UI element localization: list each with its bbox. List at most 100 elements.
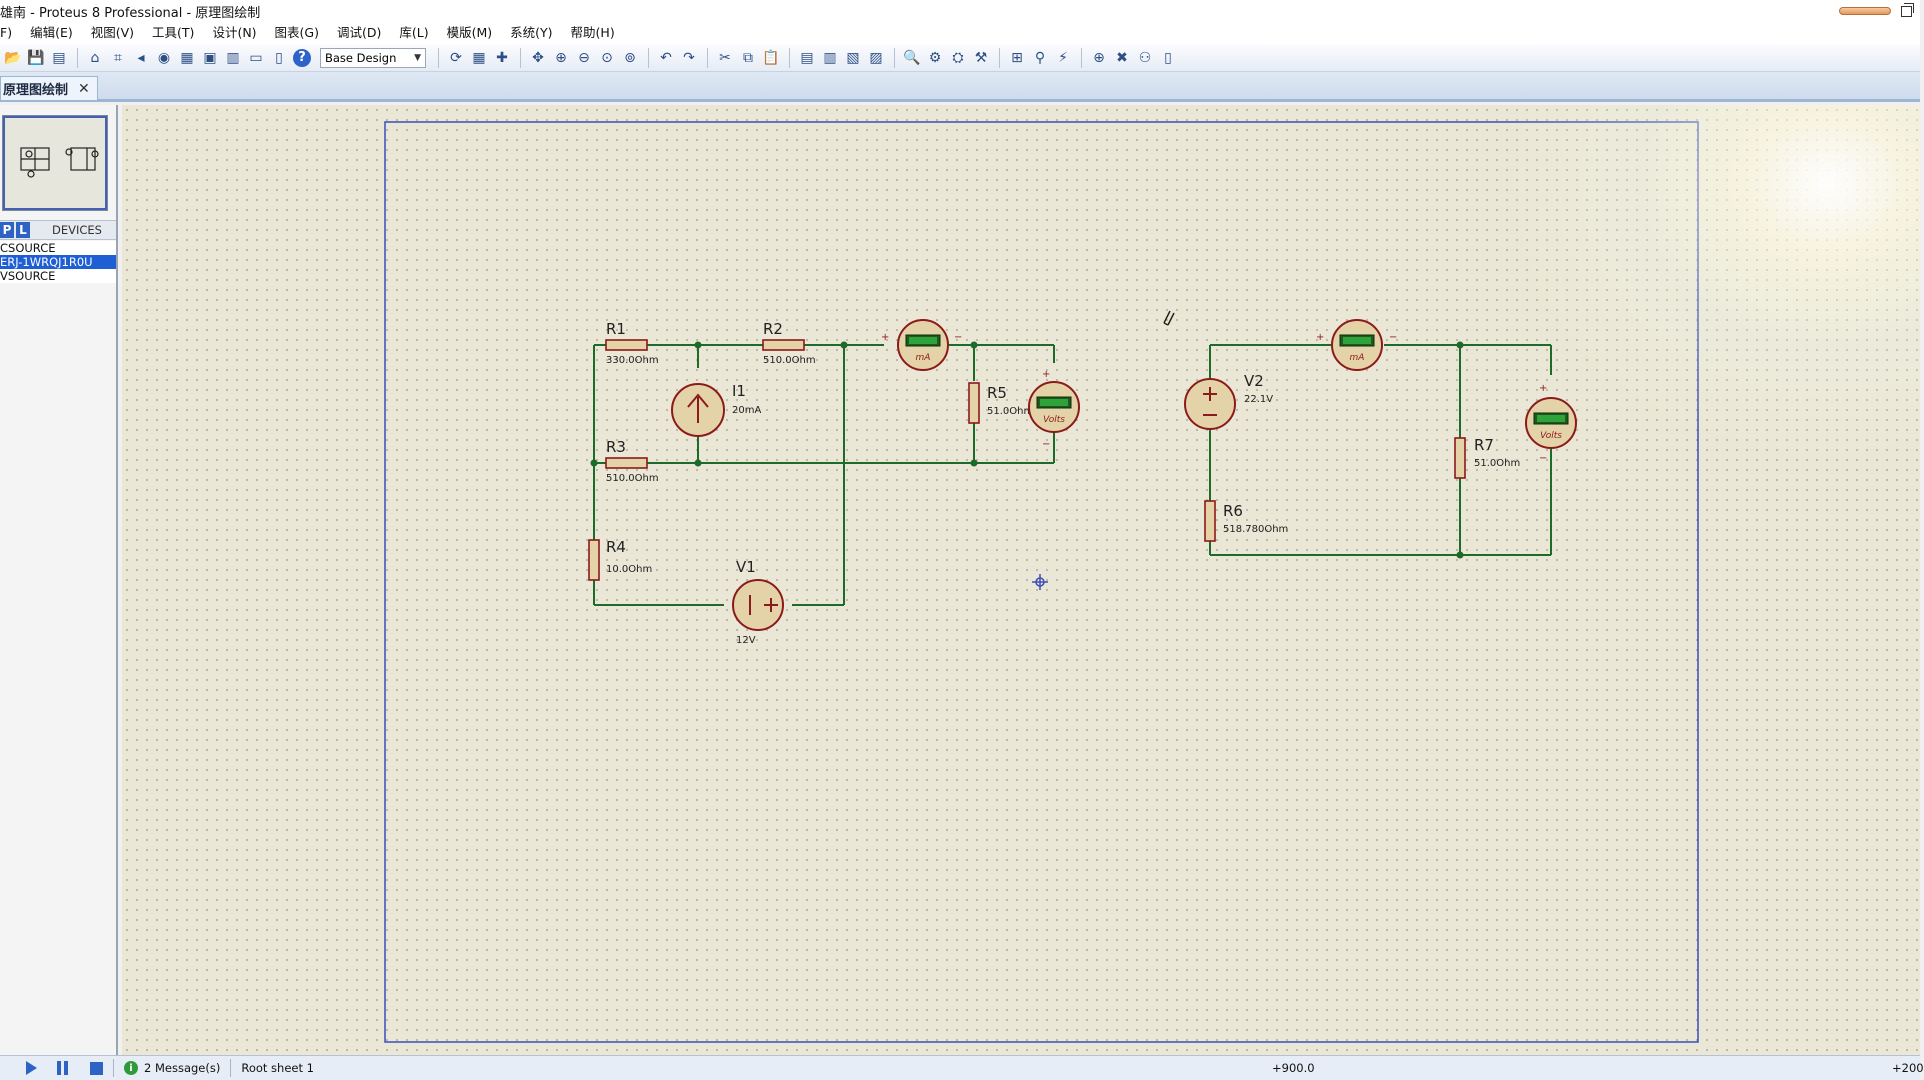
electrical-rule-check-icon[interactable]: ▯ [1164, 49, 1172, 66]
device-item-selected[interactable]: ERJ-1WRQJ1R0U [0, 255, 116, 269]
r2-ref: R2 [763, 320, 783, 338]
close-icon[interactable]: ✕ [78, 80, 90, 97]
play-icon[interactable] [26, 1061, 37, 1075]
device-selector-header: P L DEVICES [0, 220, 116, 240]
zoom-area-icon[interactable]: ⊚ [624, 49, 636, 66]
current-source-i1[interactable]: I1 20mA [671, 382, 761, 437]
block-rotate-icon[interactable]: ▧ [846, 49, 860, 66]
v2-value: 22.1V [1244, 394, 1273, 405]
gerber-icon[interactable]: ▦ [180, 49, 194, 66]
device-item[interactable]: VSOURCE [0, 269, 56, 283]
resistor-r7[interactable]: R7 51.0Ohm [1454, 436, 1520, 479]
cut-icon[interactable]: ✂ [719, 49, 731, 66]
help-button[interactable]: ? [291, 47, 313, 69]
tab-schematic-capture[interactable]: 原理图绘制 ✕ [0, 76, 98, 100]
sheet-border [384, 121, 1699, 1043]
pick-devices-button[interactable]: P [0, 222, 14, 238]
save-icon[interactable]: 💾 [27, 49, 45, 66]
info-icon[interactable]: i [124, 1061, 138, 1075]
pan-icon[interactable]: ✥ [532, 49, 544, 66]
zoom-all-icon[interactable]: ⊙ [601, 49, 613, 66]
message-count[interactable]: 2 Message(s) [144, 1061, 221, 1075]
refresh-icon[interactable]: ⟳ [450, 49, 462, 66]
resistor-r2[interactable]: R2 510.0Ohm [762, 320, 816, 366]
search-tag-icon[interactable]: ⚲ [1034, 49, 1046, 66]
chevron-down-icon: ▼ [414, 52, 421, 63]
schematic-sheet[interactable]: R1 330.0Ohm R2 510.0Ohm R3 510.0Ohm R4 1… [122, 105, 1920, 1055]
toolbar-separator [707, 47, 708, 68]
menu-view[interactable]: 视图(V) [90, 25, 135, 40]
redo-icon[interactable]: ↷ [683, 49, 695, 66]
minimize-button[interactable] [1839, 7, 1891, 15]
property-assignment-icon[interactable]: ⚡ [1058, 49, 1068, 66]
menu-help[interactable]: 帮助(H) [570, 25, 615, 40]
voltage-source-v1[interactable]: V1 12V [732, 558, 784, 646]
voltage-source-v2[interactable]: V2 22.1V [1184, 372, 1273, 430]
toolbar-separator [648, 47, 649, 68]
menu-design[interactable]: 设计(N) [212, 25, 257, 40]
ammeter-1[interactable]: + − mA [881, 319, 962, 371]
resistor-r1[interactable]: R1 330.0Ohm [605, 320, 659, 366]
r1-ref: R1 [606, 320, 626, 338]
design-explorer-icon[interactable]: ▣ [203, 49, 217, 66]
voltmeter-1[interactable]: + − Volts [1028, 369, 1080, 450]
voltmeter-1-unit: Volts [1043, 415, 1065, 425]
menu-edit[interactable]: 编辑(E) [30, 25, 73, 40]
wire-autorouter-icon[interactable]: ⊞ [1011, 49, 1023, 66]
resistor-r5[interactable]: R5 51.0Ohm [968, 382, 1033, 424]
menu-graph[interactable]: 图表(G) [274, 25, 319, 40]
restore-icon[interactable] [1901, 2, 1914, 17]
schematic-icon[interactable]: ⌗ [114, 49, 122, 66]
menu-debug[interactable]: 调试(D) [337, 25, 382, 40]
import-icon[interactable]: ▤ [52, 49, 66, 66]
paste-icon[interactable]: 📋 [762, 49, 780, 66]
grid-toggle-icon[interactable]: ▦ [472, 49, 486, 66]
netlist-icon[interactable]: ⚇ [1138, 49, 1152, 66]
design-variant-select[interactable]: Base Design ▼ [320, 47, 426, 68]
undo-icon[interactable]: ↶ [660, 49, 672, 66]
origin-icon[interactable]: ✚ [496, 49, 508, 66]
block-move-icon[interactable]: ▥ [823, 49, 837, 66]
ammeter-1-digits [909, 337, 937, 344]
pcb-layout-icon[interactable]: ◂ [137, 49, 145, 66]
resistor-r6[interactable]: R6 518.780Ohm [1204, 500, 1288, 542]
circuit-2-junctions [1456, 341, 1464, 559]
block-delete-icon[interactable]: ▨ [869, 49, 883, 66]
voltmeter-2-unit: Volts [1540, 431, 1562, 441]
open-folder-icon[interactable]: 📂 [4, 49, 22, 66]
ammeter-2[interactable]: + − mA [1316, 319, 1397, 371]
menu-template[interactable]: 模版(M) [446, 25, 493, 40]
resistor-r3[interactable]: R3 510.0Ohm [605, 438, 659, 484]
coordinate-x: +900.0 [1272, 1061, 1315, 1075]
pick-device-icon[interactable]: 🔍 [903, 49, 921, 66]
overview-window[interactable] [2, 115, 108, 211]
stop-icon[interactable] [90, 1061, 103, 1075]
home-icon[interactable]: ⌂ [90, 49, 100, 66]
source-code-icon[interactable]: ▭ [249, 49, 263, 66]
bill-of-materials-icon[interactable]: ▥ [226, 49, 240, 66]
menu-file[interactable]: F) [0, 25, 13, 40]
device-item[interactable]: CSOURCE [0, 241, 56, 255]
window-controls [1839, 0, 1914, 22]
block-copy-icon[interactable]: ▤ [800, 49, 814, 66]
package-tool-icon[interactable]: ⛭ [952, 49, 964, 66]
remove-sheet-icon[interactable]: ✖ [1116, 49, 1128, 66]
r4-ref: R4 [606, 538, 626, 556]
copy-icon[interactable]: ⧉ [743, 49, 753, 66]
schematic-editor-canvas[interactable]: R1 330.0Ohm R2 510.0Ohm R3 510.0Ohm R4 1… [122, 105, 1920, 1055]
zoom-out-icon[interactable]: ⊖ [578, 49, 590, 66]
decompose-icon[interactable]: ⚒ [974, 49, 988, 66]
zoom-in-icon[interactable]: ⊕ [555, 49, 567, 66]
pause-icon[interactable] [57, 1061, 68, 1075]
menu-tools[interactable]: 工具(T) [152, 25, 195, 40]
new-sheet-icon[interactable]: ⊕ [1093, 49, 1105, 66]
menu-library[interactable]: 库(L) [399, 25, 429, 40]
r6-value: 518.780Ohm [1223, 524, 1288, 535]
make-device-icon[interactable]: ⚙ [928, 49, 942, 66]
resistor-r4[interactable]: R4 10.0Ohm [588, 538, 652, 581]
library-manager-button[interactable]: L [16, 222, 30, 238]
menu-system[interactable]: 系统(Y) [510, 25, 553, 40]
3d-view-icon[interactable]: ◉ [157, 49, 171, 66]
project-notes-icon[interactable]: ▯ [275, 49, 283, 66]
v2-ref: V2 [1244, 372, 1264, 390]
